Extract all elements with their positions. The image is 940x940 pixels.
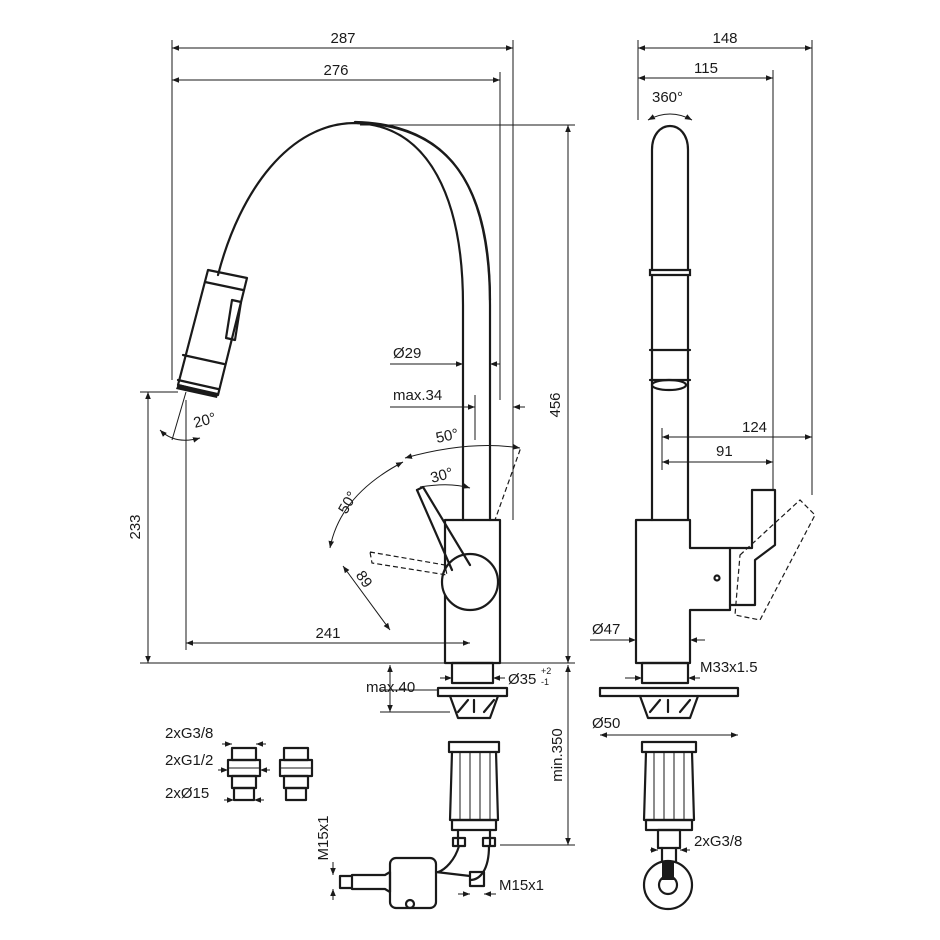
dim-handle-depth-a: 124: [742, 419, 767, 436]
dim-flange-diameter: Ø50: [592, 715, 620, 732]
adapter-label-d15: 2xØ15: [165, 785, 209, 802]
dim-inlet-connection: 2xG3/8: [694, 833, 742, 850]
dim-base-tol-lower: -1: [541, 677, 549, 687]
dim-overall-depth: 148: [712, 30, 737, 47]
side-view: 148 115 360° 124 91 Ø47 M33x1.5 Ø50 2xG3…: [590, 30, 816, 911]
dim-base-diameter: Ø35: [508, 671, 536, 688]
dim-body-diameter: Ø29: [393, 345, 421, 362]
dim-max-width: max.34: [393, 387, 442, 404]
side-mounting: [598, 686, 740, 911]
angle-lever-down: 50°: [335, 489, 361, 517]
dim-spout-depth: 115: [694, 60, 718, 77]
adapter-right: [278, 746, 314, 802]
lever-handle: [369, 444, 521, 612]
adapter-left: [226, 746, 262, 802]
side-dimensions: [590, 40, 813, 853]
dim-outlet-height: 233: [127, 514, 144, 539]
dim-handle-depth-b: 91: [716, 443, 733, 460]
dim-mount-thread: M33x1.5: [700, 659, 758, 676]
adapter-label-g12: 2xG1/2: [165, 752, 213, 769]
angle-spray: 20°: [192, 410, 218, 432]
dim-side-body-diameter: Ø47: [592, 621, 620, 638]
spray-head: [176, 268, 249, 398]
angle-swivel: 360°: [652, 89, 683, 106]
dim-handle-reach: 241: [315, 625, 340, 642]
dim-overall-width: 287: [330, 30, 355, 47]
spout-inner-outline: [353, 120, 492, 522]
dim-base-tol-upper: +2: [541, 666, 551, 676]
dim-hose-length: min.350: [549, 728, 566, 781]
adapter-label-g38: 2xG3/8: [165, 725, 213, 742]
mounting-assembly: [338, 686, 509, 910]
adapters: 2xG3/8 2xG1/2 2xØ15: [165, 725, 314, 803]
angle-lever-forward: 30°: [429, 465, 455, 487]
dim-spout-reach: 276: [323, 62, 348, 79]
dim-deck-thickness: max.40: [366, 679, 415, 696]
thread-vertical: M15x1: [315, 815, 332, 860]
spout-outline: [216, 121, 465, 522]
front-view: 287 276 456 233 241 Ø29 max.34 50° 30° 5…: [127, 30, 575, 910]
dim-total-height: 456: [547, 392, 564, 417]
side-body: [634, 518, 732, 665]
side-handle: [713, 488, 816, 621]
thread-horizontal: M15x1: [499, 877, 544, 894]
side-spout: [650, 124, 690, 522]
front-dimensions: [140, 40, 575, 900]
angle-lever-up: 50°: [434, 426, 460, 447]
dim-lever-length: 89: [352, 568, 375, 591]
